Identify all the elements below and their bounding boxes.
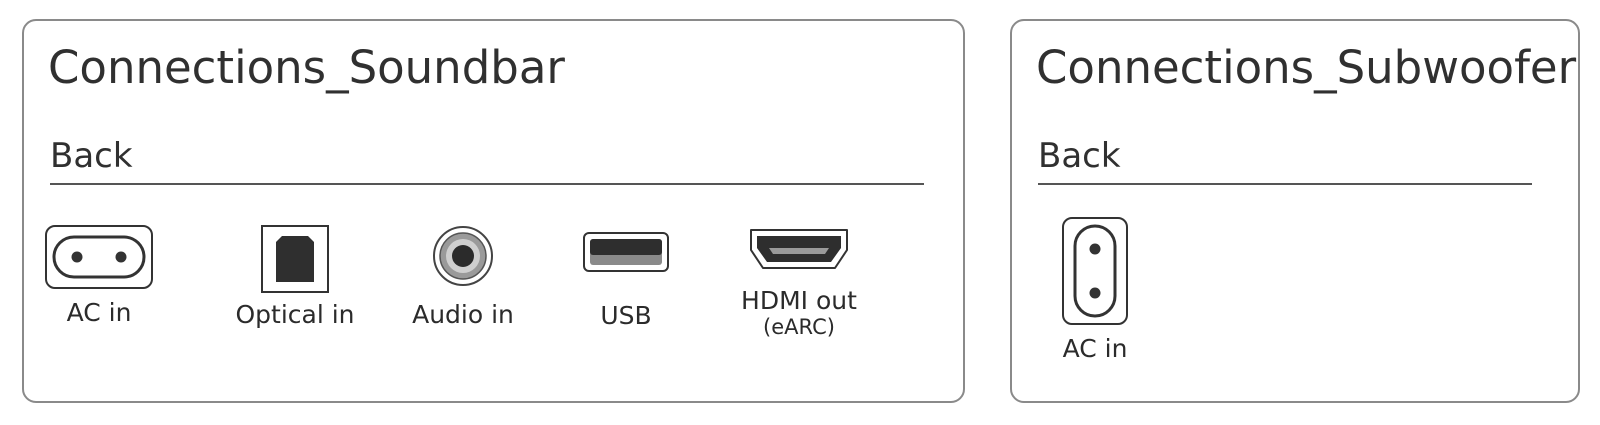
port-label-subwoofer-ac-in: AC in xyxy=(1062,334,1128,363)
subwoofer-section-divider xyxy=(1038,183,1532,185)
ac-power-socket-icon xyxy=(45,225,153,289)
port-label-hdmi-out: HDMI out xyxy=(741,286,857,315)
soundbar-connections-panel: Connections_Soundbar Back AC in Optical … xyxy=(22,19,965,403)
ac-power-socket-vertical-icon xyxy=(1062,217,1128,325)
subwoofer-panel-title: Connections_Subwoofer xyxy=(1036,41,1577,94)
port-label-optical-in: Optical in xyxy=(235,300,355,329)
audio-jack-icon xyxy=(433,226,493,286)
port-hdmi-out: HDMI out (eARC) xyxy=(699,226,899,338)
port-subwoofer-ac-in: AC in xyxy=(995,216,1195,364)
subwoofer-connections-panel: Connections_Subwoofer Back AC in xyxy=(1010,19,1580,403)
port-ac-in: AC in xyxy=(0,224,199,328)
usb-port-icon xyxy=(583,232,669,272)
port-label-usb: USB xyxy=(600,301,652,330)
port-label-audio-in: Audio in xyxy=(412,300,514,329)
port-sublabel-hdmi-earc: (eARC) xyxy=(763,315,835,339)
port-audio-in: Audio in xyxy=(363,224,563,330)
port-usb: USB xyxy=(526,231,726,331)
soundbar-section-label: Back xyxy=(50,136,133,176)
port-label-ac-in: AC in xyxy=(66,298,132,327)
soundbar-section-divider xyxy=(50,183,924,185)
soundbar-panel-title: Connections_Soundbar xyxy=(48,41,565,94)
subwoofer-section-label: Back xyxy=(1038,136,1121,176)
optical-socket-icon xyxy=(261,225,329,293)
port-optical-in: Optical in xyxy=(195,224,395,330)
hdmi-port-icon xyxy=(750,229,848,269)
